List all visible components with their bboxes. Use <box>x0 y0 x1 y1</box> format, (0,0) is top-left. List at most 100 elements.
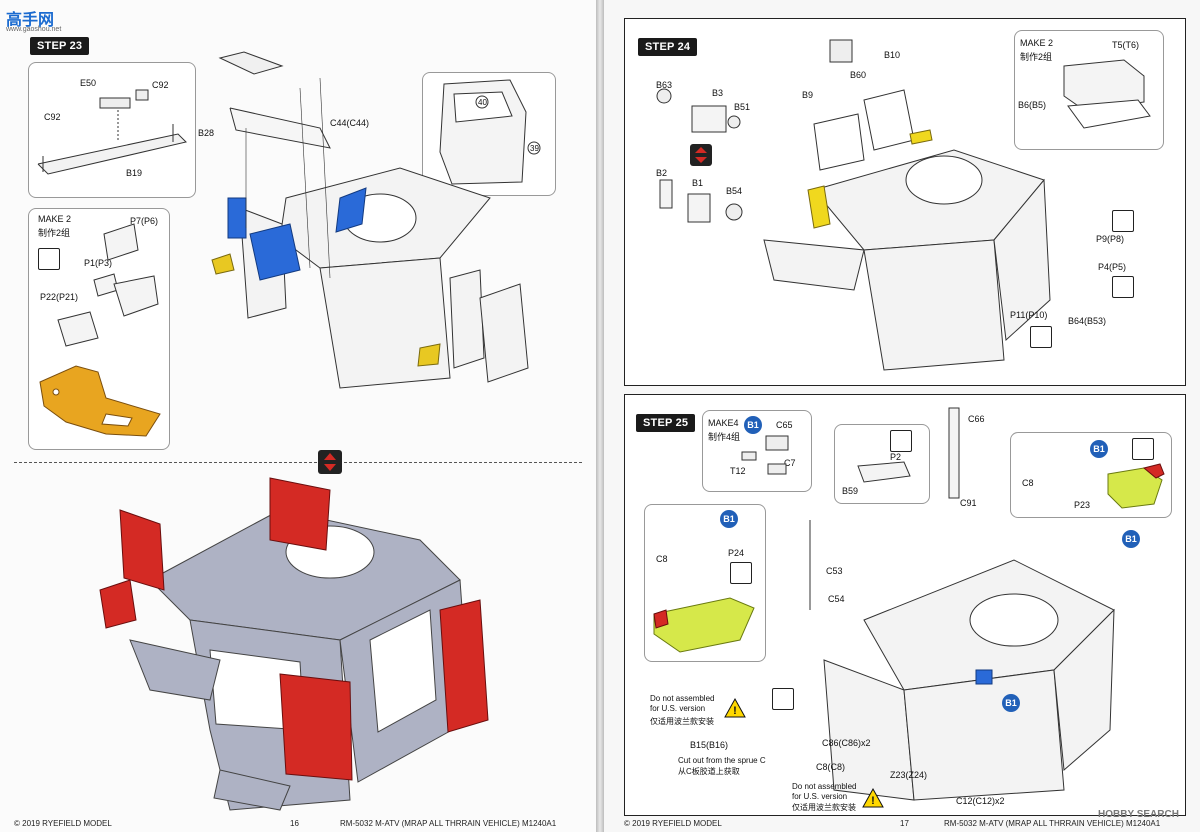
badge-b1-p24: B1 <box>720 510 738 528</box>
label-p2: P2 <box>890 452 902 462</box>
hobby-search-logo: HOBBY SEARCH <box>1098 809 1179 820</box>
make2-cn-label: 制作2组 <box>38 228 71 238</box>
label-b19: B19 <box>126 168 143 178</box>
watermark-url: www.gaoshou.net <box>6 26 62 33</box>
label-p4: P4(P5) <box>1098 262 1127 272</box>
make2-t5-label: MAKE 2 <box>1020 38 1054 48</box>
left-footer-model: RM-5032 M-ATV (MRAP ALL THRRAIN VEHICLE)… <box>340 819 557 828</box>
t5-frame-drawing <box>1063 59 1151 129</box>
left-page-number: 16 <box>290 819 299 828</box>
make2-t5-cn-label: 制作2组 <box>1020 52 1053 62</box>
label-b9: B9 <box>802 90 814 100</box>
label-b3: B3 <box>712 88 724 98</box>
badge-b1-right: B1 <box>1122 530 1140 548</box>
glue-icon-p11 <box>1030 326 1052 348</box>
glue-icon-p4 <box>1112 276 1134 298</box>
label-p9: P9(P8) <box>1096 234 1125 244</box>
b59-drawing <box>857 461 911 483</box>
antenna-c66-drawing <box>948 407 960 499</box>
glue-icon-p24 <box>730 562 752 584</box>
badge-b1-make4: B1 <box>744 416 762 434</box>
label-c65: C65 <box>776 420 793 430</box>
gutter <box>596 0 604 832</box>
make2-label: MAKE 2 <box>38 214 72 224</box>
label-b60: B60 <box>850 70 867 80</box>
label-c86: C86(C86)x2 <box>822 738 871 748</box>
label-t5: T5(T6) <box>1112 40 1139 50</box>
label-p11: P11(P10) <box>1010 310 1048 320</box>
warning-icon-1: ! <box>724 697 746 718</box>
svg-text:!: ! <box>871 795 875 807</box>
label-b1: B1 <box>692 178 704 188</box>
glue-icon-p23 <box>1132 438 1154 460</box>
step23-assembled-hull <box>99 477 489 811</box>
circle-40-label: 40 <box>478 98 487 107</box>
label-p1: P1(P3) <box>84 258 113 268</box>
label-t12: T12 <box>730 466 746 476</box>
callout-p2 <box>834 424 930 504</box>
warning-icon-2: ! <box>862 787 884 808</box>
badge-b1-hull: B1 <box>1002 694 1020 712</box>
cut-icon <box>772 688 794 710</box>
label-c92-top: C92 <box>152 80 169 90</box>
left-page: 高手网 www.gaoshou.net STEP 23 E50 C92 C92 … <box>0 0 596 832</box>
label-b54: B54 <box>726 186 743 196</box>
section-divider <box>14 462 582 463</box>
p-parts-drawing <box>57 223 159 347</box>
label-c44: C44(C44) <box>330 118 370 128</box>
watermark-logo-text: 高手网 <box>6 12 55 29</box>
right-page: STEP 24 B63 B3 B51 B2 B1 B54 B10 B60 B9 … <box>604 0 1200 832</box>
cut-en-text: Cut out from the sprue C <box>678 756 766 765</box>
step24-hull-drawing <box>763 39 1051 371</box>
p23-green-bracket <box>1107 463 1165 509</box>
label-c7: C7 <box>784 458 796 468</box>
warn1-cn-text: 仅适用波兰款安装 <box>650 717 714 726</box>
bracket-yellow-drawing <box>39 365 161 437</box>
step25-label: STEP 25 <box>636 414 696 432</box>
label-c8-c: C8(C8) <box>816 762 846 772</box>
glue-icon-p2 <box>890 430 912 452</box>
make4-cn-label: 制作4组 <box>708 432 741 442</box>
glue-icon <box>38 248 60 270</box>
circle-39-label: 39 <box>530 144 539 153</box>
label-b2: B2 <box>656 168 668 178</box>
p24-green-bracket <box>653 597 755 653</box>
label-c92-left: C92 <box>44 112 61 122</box>
callout-b19 <box>28 62 196 198</box>
step24-label: STEP 24 <box>638 38 698 56</box>
svg-text:!: ! <box>733 705 737 717</box>
label-z23: Z23(Z24) <box>890 770 928 780</box>
label-b64: B64(B53) <box>1068 316 1107 326</box>
step24-parts-drawing <box>656 88 743 223</box>
label-c8-b: C8 <box>656 554 668 564</box>
label-b28: B28 <box>198 128 215 138</box>
label-c12: C12(C12)x2 <box>956 796 1005 806</box>
right-footer-model: RM-5032 M-ATV (MRAP ALL THRRAIN VEHICLE)… <box>944 819 1161 828</box>
label-b10: B10 <box>884 50 901 60</box>
label-b15: B15(B16) <box>690 740 729 750</box>
warn1-en-text: Do not assembled for U.S. version <box>650 694 715 713</box>
label-p7: P7(P6) <box>130 216 159 226</box>
step23-label: STEP 23 <box>30 37 90 55</box>
label-b63: B63 <box>656 80 673 90</box>
glue-icon-p9 <box>1112 210 1134 232</box>
warn2-en-text: Do not assembled for U.S. version <box>792 782 857 801</box>
label-p22: P22(P21) <box>40 292 79 302</box>
left-footer-copyright: © 2019 RYEFIELD MODEL <box>14 819 112 828</box>
make4-label: MAKE4 <box>708 418 739 428</box>
right-footer-copyright: © 2019 RYEFIELD MODEL <box>624 819 722 828</box>
badge-b1-p23: B1 <box>1090 440 1108 458</box>
label-c91: C91 <box>960 498 977 508</box>
label-b51: B51 <box>734 102 751 112</box>
label-c54: C54 <box>828 594 845 604</box>
b19-parts-drawing <box>37 89 187 175</box>
label-b6: B6(B5) <box>1018 100 1047 110</box>
label-c53: C53 <box>826 566 843 576</box>
right-page-number: 17 <box>900 819 909 828</box>
flip-icon-24 <box>690 144 712 166</box>
label-p23: P23 <box>1074 500 1091 510</box>
cut-cn-text: 从C板胶道上获取 <box>678 767 740 776</box>
door-detail-drawing <box>439 79 541 185</box>
label-e50: E50 <box>80 78 97 88</box>
